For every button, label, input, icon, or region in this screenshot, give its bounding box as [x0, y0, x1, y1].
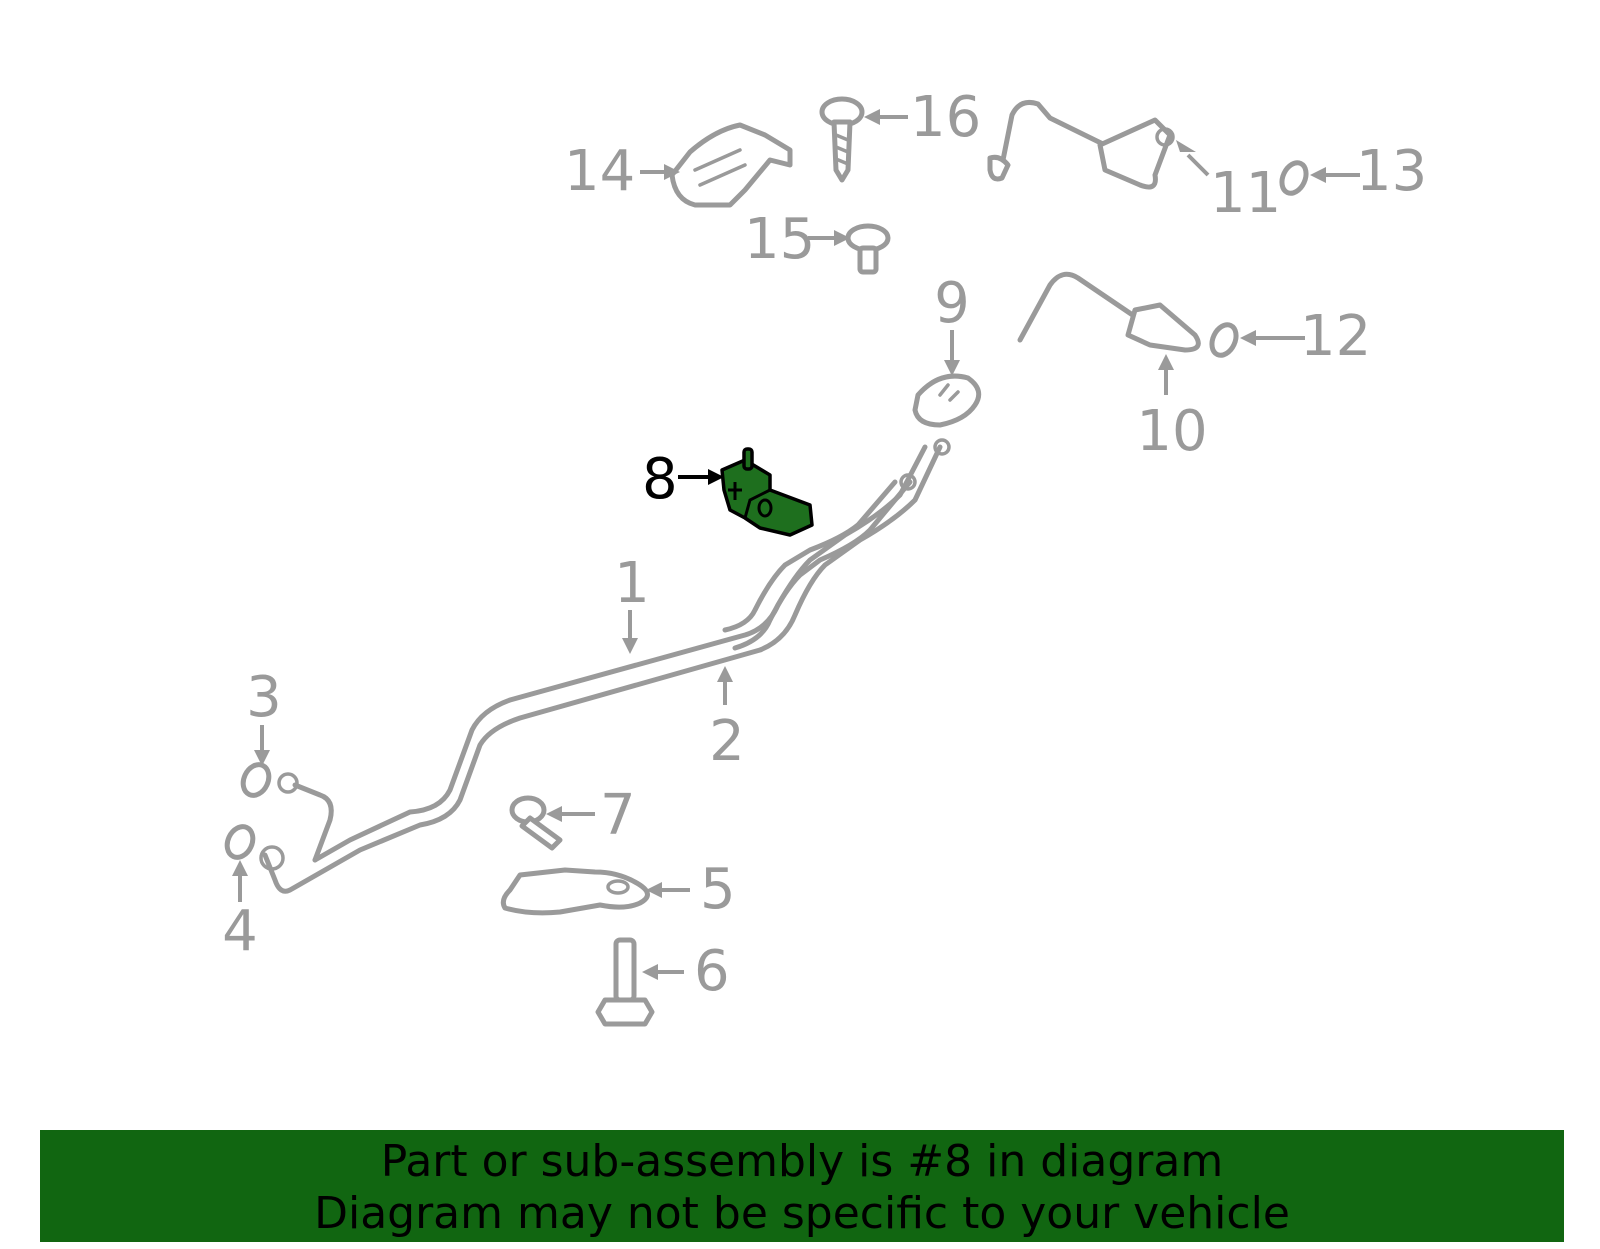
callout-8[interactable]: 8: [642, 447, 678, 512]
callout-1[interactable]: 1: [614, 551, 650, 616]
part-3-o-ring[interactable]: [238, 760, 273, 799]
part-10-tube-fitting[interactable]: [1017, 271, 1201, 353]
callout-5[interactable]: 5: [700, 857, 736, 922]
callout-13[interactable]: 13: [1356, 139, 1427, 204]
part-9-grommet[interactable]: [912, 373, 982, 428]
callout-arrows: [232, 109, 1360, 980]
callout-12[interactable]: 12: [1300, 304, 1371, 369]
callout-10[interactable]: 10: [1136, 399, 1207, 464]
callout-arrow-8: [678, 469, 724, 485]
part-11-tube-fitting[interactable]: [987, 99, 1175, 190]
callout-4[interactable]: 4: [222, 899, 258, 964]
callout-11[interactable]: 11: [1210, 161, 1281, 226]
callout-7[interactable]: 7: [600, 783, 636, 848]
part-15-push-clip[interactable]: [845, 223, 891, 275]
part-5-hole: [606, 879, 630, 895]
part-16-screw[interactable]: [819, 96, 865, 183]
callout-15[interactable]: 15: [744, 207, 815, 272]
callout-16[interactable]: 16: [910, 85, 981, 150]
banner-line-1: Part or sub-assembly is #8 in diagram: [380, 1136, 1224, 1187]
part-13-o-ring[interactable]: [1277, 159, 1310, 197]
part-14-heat-shield[interactable]: [669, 122, 793, 208]
info-banner: Part or sub-assembly is #8 in diagram Di…: [40, 1130, 1564, 1242]
part-8-highlighted-component[interactable]: [720, 447, 814, 537]
callout-6[interactable]: 6: [694, 939, 730, 1004]
part-12-o-ring[interactable]: [1207, 321, 1240, 359]
part-2-cooler-line[interactable]: [259, 438, 951, 871]
callout-9[interactable]: 9: [934, 271, 970, 336]
callout-14[interactable]: 14: [564, 139, 635, 204]
part-7-clip[interactable]: [509, 795, 563, 851]
part-4-o-ring[interactable]: [222, 822, 257, 861]
callout-2[interactable]: 2: [709, 709, 745, 774]
part-6-bolt[interactable]: [595, 937, 655, 1027]
banner-line-2: Diagram may not be specific to your vehi…: [314, 1188, 1290, 1239]
callout-3[interactable]: 3: [246, 665, 282, 730]
